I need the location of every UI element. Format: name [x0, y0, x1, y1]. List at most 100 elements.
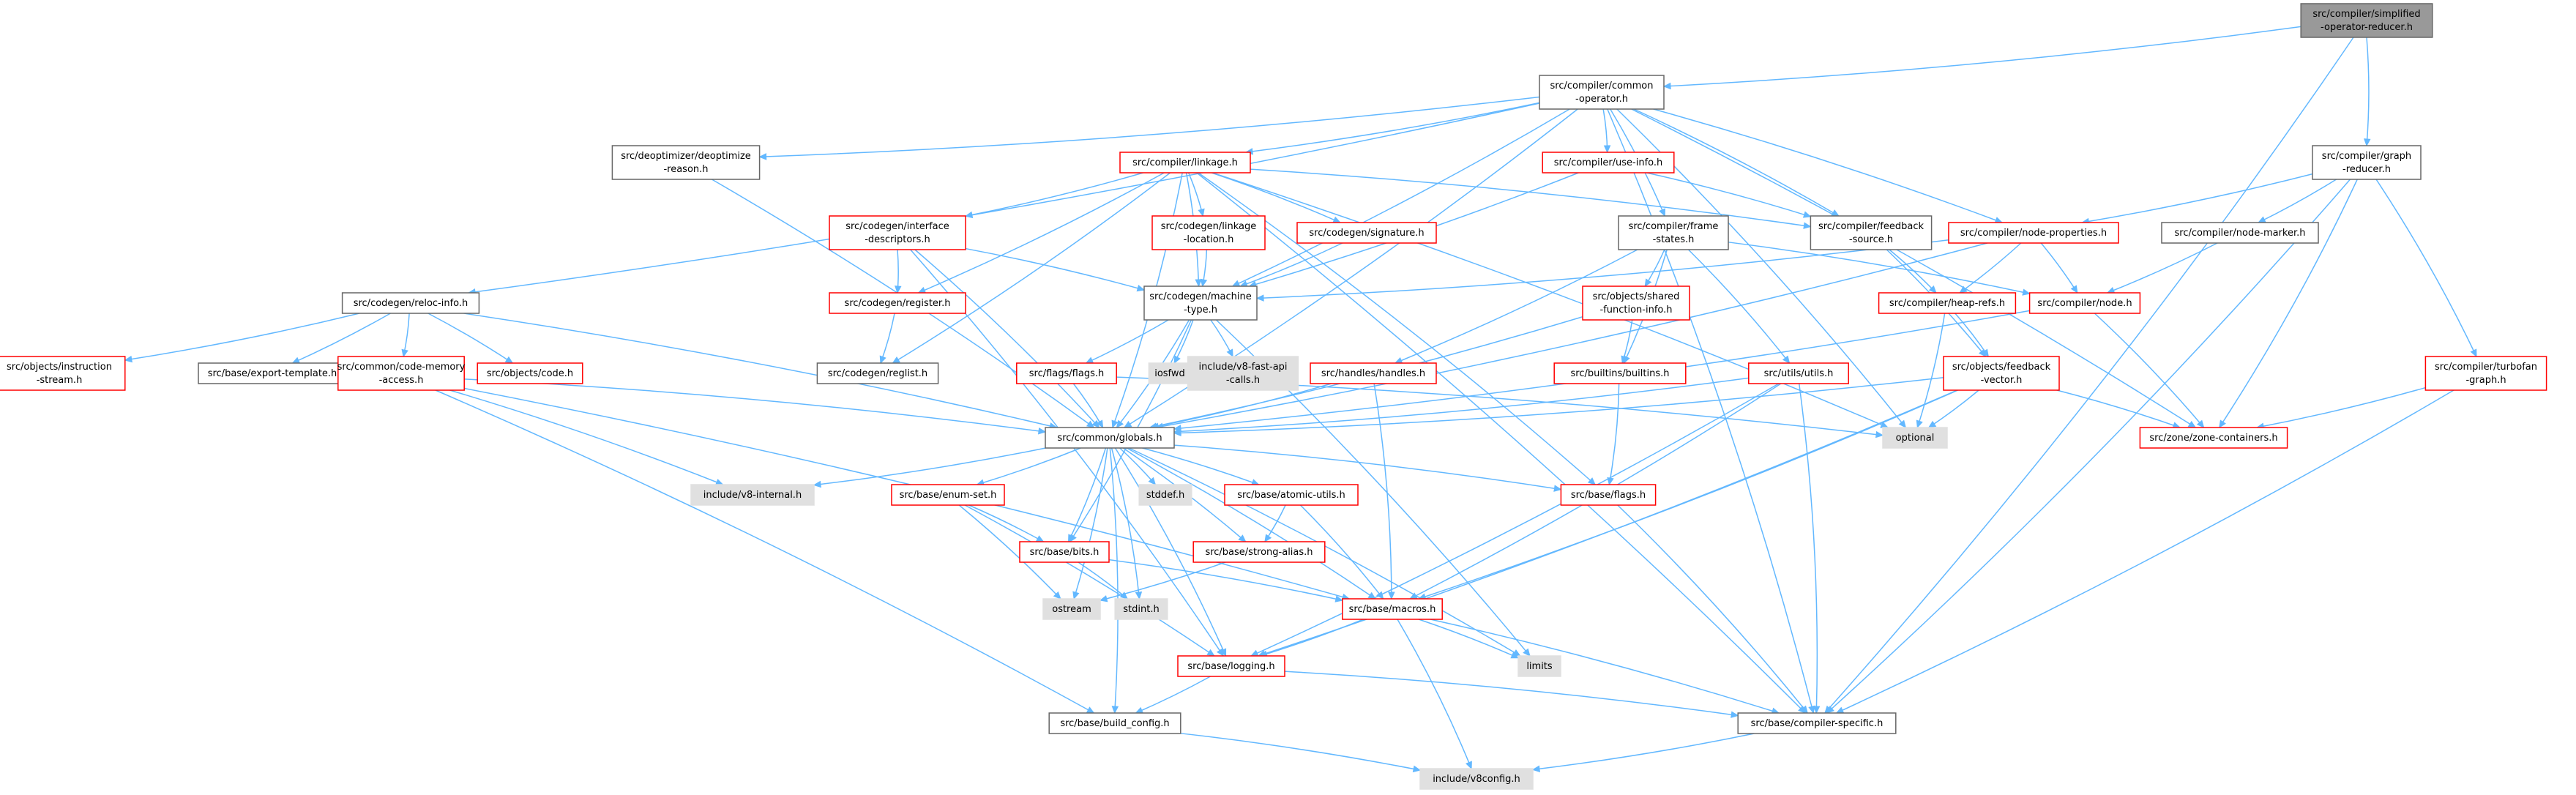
node-node[interactable]: src/compiler/node.h: [2028, 292, 2141, 314]
node-v8-fast-api-calls[interactable]: include/v8-fast-api-calls.h: [1187, 356, 1299, 391]
node-iosfwd[interactable]: iosfwd: [1148, 362, 1192, 384]
edge-arrowhead: [1835, 706, 1845, 714]
node-stdint[interactable]: stdint.h: [1114, 598, 1168, 620]
node-flags-flags[interactable]: src/flags/flags.h: [1016, 362, 1117, 384]
edge-arrowhead: [1803, 222, 1812, 229]
node-label: src/compiler/simplified: [2312, 9, 2420, 20]
node-export-template[interactable]: src/base/export-template.h: [198, 362, 347, 384]
node-compiler-specific[interactable]: src/base/compiler-specific.h: [1737, 712, 1897, 734]
node-stddef[interactable]: stddef.h: [1138, 484, 1192, 506]
node-base-flags[interactable]: src/base/flags.h: [1560, 484, 1657, 506]
edge-arrowhead: [1053, 591, 1061, 600]
node-linkage[interactable]: src/compiler/linkage.h: [1119, 152, 1251, 173]
node-strong-alias[interactable]: src/base/strong-alias.h: [1192, 541, 1326, 563]
node-simplified-operator-reducer[interactable]: src/compiler/simplified-operator-reducer…: [2300, 3, 2433, 38]
node-limits[interactable]: limits: [1517, 655, 1561, 677]
node-reloc-info[interactable]: src/codegen/reloc-info.h: [341, 292, 480, 314]
edge-simplified-operator-reducer-to-compiler-specific: [1824, 37, 2354, 714]
edge-utils-to-globals: [1173, 377, 1749, 433]
node-box: [816, 362, 939, 384]
node-instruction-stream[interactable]: src/objects/instruction-stream.h: [0, 356, 126, 391]
node-box: [1878, 292, 2017, 314]
node-label: src/codegen/reloc-info.h: [354, 298, 468, 309]
node-label: src/compiler/frame: [1629, 221, 1719, 232]
node-graph-reducer[interactable]: src/compiler/graph-reducer.h: [2312, 145, 2422, 180]
node-box: [1560, 484, 1657, 506]
node-zone-containers[interactable]: src/zone/zone-containers.h: [2139, 427, 2288, 449]
node-node-properties[interactable]: src/compiler/node-properties.h: [1948, 222, 2119, 244]
node-build-config[interactable]: src/base/build_config.h: [1048, 712, 1181, 734]
node-frame-states[interactable]: src/compiler/frame-states.h: [1618, 215, 1729, 250]
node-reglist[interactable]: src/codegen/reglist.h: [816, 362, 939, 384]
edge-arrowhead: [1068, 534, 1075, 543]
edge-flags-flags-to-globals: [1072, 383, 1104, 428]
node-heap-refs[interactable]: src/compiler/heap-refs.h: [1878, 292, 2017, 314]
node-label: src/common/globals.h: [1057, 433, 1162, 444]
edge-arrowhead: [1898, 419, 1907, 428]
edge-arrowhead: [504, 356, 514, 364]
edge-arrowhead: [1800, 705, 1808, 714]
edge-handles-to-macros: [1373, 383, 1392, 600]
node-label: src/compiler/common: [1550, 81, 1654, 92]
node-atomic-utils[interactable]: src/base/atomic-utils.h: [1224, 484, 1359, 506]
node-deoptimize-reason[interactable]: src/deoptimizer/deoptimize-reason.h: [611, 145, 761, 180]
node-shared-function-info[interactable]: src/objects/shared-function-info.h: [1582, 285, 1690, 321]
node-label: src/objects/shared: [1593, 291, 1680, 302]
node-builtins[interactable]: src/builtins/builtins.h: [1553, 362, 1687, 384]
node-bits[interactable]: src/base/bits.h: [1019, 541, 1110, 563]
node-enum-set[interactable]: src/base/enum-set.h: [891, 484, 1005, 506]
edge-arrowhead: [1531, 765, 1541, 773]
edge-arrowhead: [1802, 211, 1812, 218]
edge-arrowhead: [1116, 419, 1124, 428]
edge-atomic-utils-to-macros: [1299, 504, 1384, 600]
node-node-marker[interactable]: src/compiler/node-marker.h: [2161, 222, 2319, 244]
node-globals[interactable]: src/common/globals.h: [1045, 427, 1175, 449]
edge-arrowhead: [2070, 285, 2078, 294]
node-label: -stream.h: [37, 375, 83, 386]
node-signature[interactable]: src/codegen/signature.h: [1296, 222, 1437, 244]
edge-globals-to-limits: [1129, 447, 1521, 657]
node-utils[interactable]: src/utils/utils.h: [1748, 362, 1849, 384]
node-label: src/base/enum-set.h: [900, 490, 997, 501]
node-box: [198, 362, 347, 384]
edge-node-to-zone-containers: [2094, 313, 2205, 428]
node-box: [1296, 222, 1437, 244]
node-common-operator[interactable]: src/compiler/common-operator.h: [1539, 75, 1665, 110]
edge-reloc-info-to-globals: [463, 313, 1057, 428]
node-v8-internal[interactable]: include/v8-internal.h: [690, 484, 815, 506]
node-use-info[interactable]: src/compiler/use-info.h: [1542, 152, 1675, 173]
node-box: [337, 356, 465, 391]
node-label: src/handles/handles.h: [1321, 368, 1425, 379]
edge-build-config-to-v8config: [1180, 733, 1421, 771]
node-label: -reason.h: [663, 164, 708, 175]
node-logging[interactable]: src/base/logging.h: [1177, 655, 1285, 677]
node-machine-type[interactable]: src/codegen/machine-type.h: [1143, 285, 1258, 321]
edge-arrowhead: [1136, 285, 1146, 292]
node-code-memory-access[interactable]: src/common/code-memory-access.h: [337, 356, 466, 391]
node-box: [1148, 362, 1192, 384]
node-macros[interactable]: src/base/macros.h: [1342, 598, 1443, 620]
edge-arrowhead: [1332, 216, 1341, 223]
node-optional[interactable]: optional: [1882, 427, 1948, 449]
edge-reloc-info-to-export-template: [292, 313, 391, 364]
node-label: src/base/flags.h: [1571, 490, 1646, 501]
node-interface-descriptors[interactable]: src/codegen/interface-descriptors.h: [829, 215, 966, 250]
node-v8config[interactable]: include/v8config.h: [1419, 768, 1534, 790]
node-linkage-location[interactable]: src/codegen/linkage-location.h: [1151, 215, 1266, 250]
node-objects-code[interactable]: src/objects/code.h: [477, 362, 583, 384]
node-box: [1045, 427, 1175, 449]
edge-enum-set-to-bits: [968, 504, 1044, 542]
node-register[interactable]: src/codegen/register.h: [829, 292, 966, 314]
node-feedback-source[interactable]: src/compiler/feedback-source.h: [1810, 215, 1933, 250]
edge-feedback-vector-to-globals: [1173, 376, 1944, 434]
node-box: [1224, 484, 1359, 506]
node-box: [1517, 655, 1561, 677]
node-feedback-vector[interactable]: src/objects/feedback-vector.h: [1943, 356, 2060, 391]
node-label: include/v8config.h: [1433, 774, 1520, 785]
node-box: [1143, 285, 1258, 321]
node-ostream[interactable]: ostream: [1042, 598, 1101, 620]
node-turbofan-graph[interactable]: src/compiler/turbofan-graph.h: [2424, 356, 2547, 391]
edge-arrowhead: [758, 153, 767, 160]
node-handles[interactable]: src/handles/handles.h: [1310, 362, 1437, 384]
